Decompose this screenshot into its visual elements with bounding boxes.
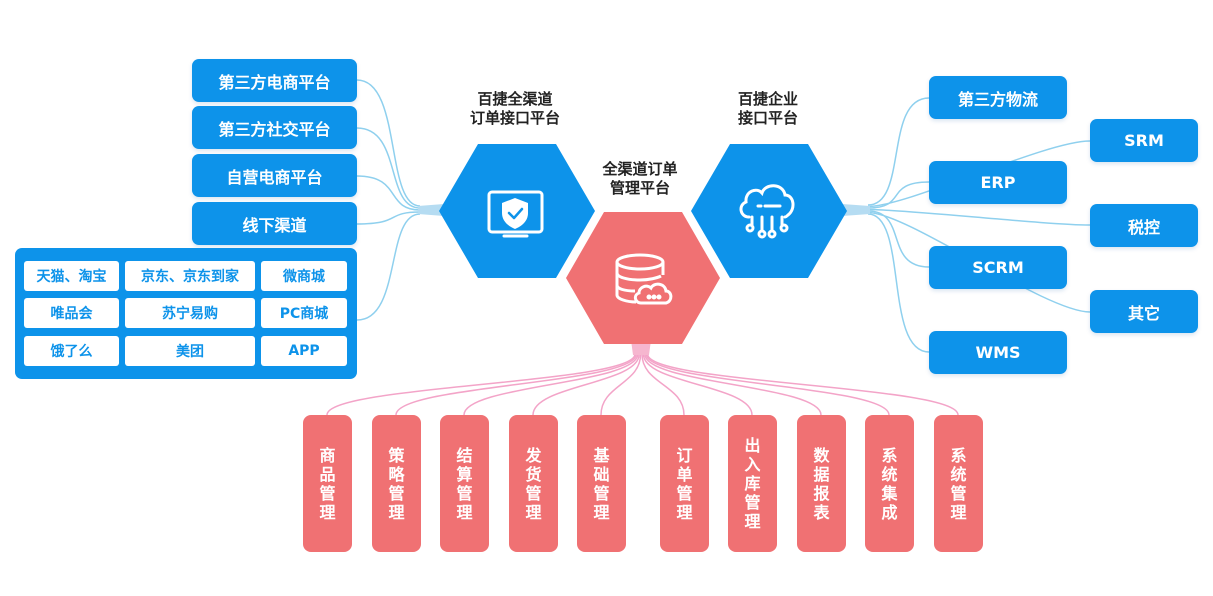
left-connector-3: [356, 175, 421, 211]
left-hub-hexagon[interactable]: [438, 143, 596, 279]
module-product-management[interactable]: 商品管理: [303, 415, 352, 552]
right-connector-7: [867, 213, 930, 353]
right-connector-3: [867, 181, 930, 209]
left-connector-4: [356, 211, 421, 225]
channel-jd[interactable]: 京东、京东到家: [125, 261, 255, 291]
center-hub-label: 全渠道订单 管理平台: [602, 160, 678, 197]
system-third-party-logistics[interactable]: 第三方物流: [929, 76, 1067, 119]
right-hub-label: 百捷企业 接口平台: [737, 90, 798, 127]
platform-third-party-social[interactable]: 第三方社交平台: [192, 106, 357, 149]
channel-wechat-mall[interactable]: 微商城: [261, 261, 347, 291]
right-connector-1: [867, 97, 930, 206]
module-connector-10: [646, 353, 959, 416]
channel-suning[interactable]: 苏宁易购: [125, 298, 255, 328]
module-connector-9: [645, 353, 890, 416]
module-connector-3: [463, 353, 639, 416]
module-connector-4: [532, 353, 640, 416]
right-connector-4: [867, 208, 1091, 226]
right-hub-stub: [842, 204, 870, 216]
channel-app[interactable]: APP: [261, 336, 347, 366]
system-wms[interactable]: WMS: [929, 331, 1067, 374]
channel-tmall-taobao[interactable]: 天猫、淘宝: [24, 261, 119, 291]
system-srm[interactable]: SRM: [1090, 119, 1198, 162]
cloud-network-icon: [739, 184, 795, 239]
module-connector-1: [326, 353, 636, 416]
platform-offline-channel[interactable]: 线下渠道: [192, 202, 357, 245]
center-hub-hexagon[interactable]: [565, 211, 721, 345]
system-other[interactable]: 其它: [1090, 290, 1198, 333]
module-system-integration[interactable]: 系统集成: [865, 415, 914, 552]
right-hub-hexagon[interactable]: [690, 143, 848, 279]
module-connector-6: [641, 353, 685, 416]
left-hub-stub: [418, 204, 444, 216]
module-connector-7: [642, 353, 753, 416]
left-hub-label: 百捷全渠道 订单接口平台: [469, 90, 560, 127]
channel-grid: 天猫、淘宝 京东、京东到家 微商城 唯品会 苏宁易购 PC商城 饿了么 美团 A…: [15, 248, 357, 379]
right-connector-5: [867, 210, 930, 268]
platform-self-ecommerce[interactable]: 自营电商平台: [192, 154, 357, 197]
channel-meituan[interactable]: 美团: [125, 336, 255, 366]
channel-vip[interactable]: 唯品会: [24, 298, 119, 328]
module-settlement-management[interactable]: 结算管理: [440, 415, 489, 552]
system-tax-control[interactable]: 税控: [1090, 204, 1198, 247]
module-order-management[interactable]: 订单管理: [660, 415, 709, 552]
module-connector-2: [395, 353, 638, 416]
database-cloud-icon: [615, 253, 673, 305]
system-scrm[interactable]: SCRM: [929, 246, 1067, 289]
left-connector-1: [356, 79, 421, 207]
module-shipping-management[interactable]: 发货管理: [509, 415, 558, 552]
module-basic-management[interactable]: 基础管理: [577, 415, 626, 552]
system-erp[interactable]: ERP: [929, 161, 1067, 204]
channel-pc-mall[interactable]: PC商城: [261, 298, 347, 328]
module-connector-8: [644, 353, 822, 416]
module-strategy-management[interactable]: 策略管理: [372, 415, 421, 552]
channel-eleme[interactable]: 饿了么: [24, 336, 119, 366]
platform-third-party-ecommerce[interactable]: 第三方电商平台: [192, 59, 357, 102]
left-connector-2: [356, 127, 421, 209]
monitor-shield-icon: [487, 190, 544, 238]
module-connector-5: [600, 353, 642, 416]
module-system-management[interactable]: 系统管理: [934, 415, 983, 552]
module-inventory-management[interactable]: 出入库管理: [728, 415, 777, 552]
module-data-report[interactable]: 数据报表: [797, 415, 846, 552]
left-connector-5: [356, 213, 421, 321]
